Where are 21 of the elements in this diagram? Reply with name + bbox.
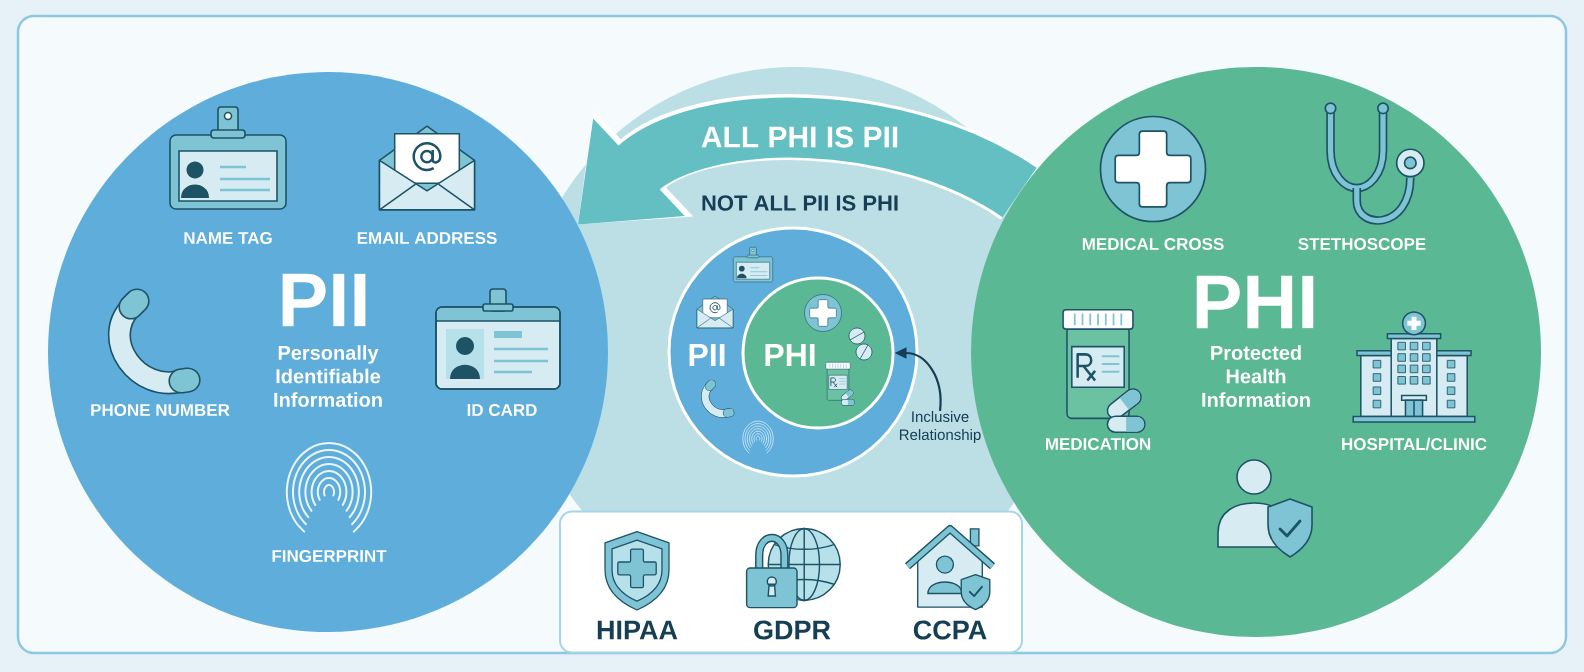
text-label: HIPAA [597,620,678,640]
icon-label: NAME TAG [184,232,272,245]
description: Personally Identifiable Information [274,345,382,407]
heading: PHI [765,344,815,366]
icon-label: ID CARD [467,404,537,417]
text-label: CCPA [913,620,987,640]
icon-label: HOSPITAL/CLINIC [1342,437,1487,451]
arrow-label: ALL PHI IS PII [701,126,898,148]
icon-label: PHONE NUMBER [91,404,230,417]
text-label: GDPR [754,620,831,640]
heading: PHI [1196,275,1314,329]
icon-label: EMAIL ADDRESS [357,232,497,245]
tagline: NOT ALL PII IS PHI [702,195,898,211]
icon-label: MEDICATION [1045,438,1151,451]
description: Protected Health Information [1202,345,1310,407]
heading: PII [282,273,366,327]
icon-label: FINGERPRINT [272,550,387,563]
icon-label: STETHOSCOPE [1298,238,1426,251]
icon-label: MEDICAL CROSS [1082,238,1224,251]
annotation: Inclusive Relationship [899,411,981,443]
heading: PII [689,344,725,366]
